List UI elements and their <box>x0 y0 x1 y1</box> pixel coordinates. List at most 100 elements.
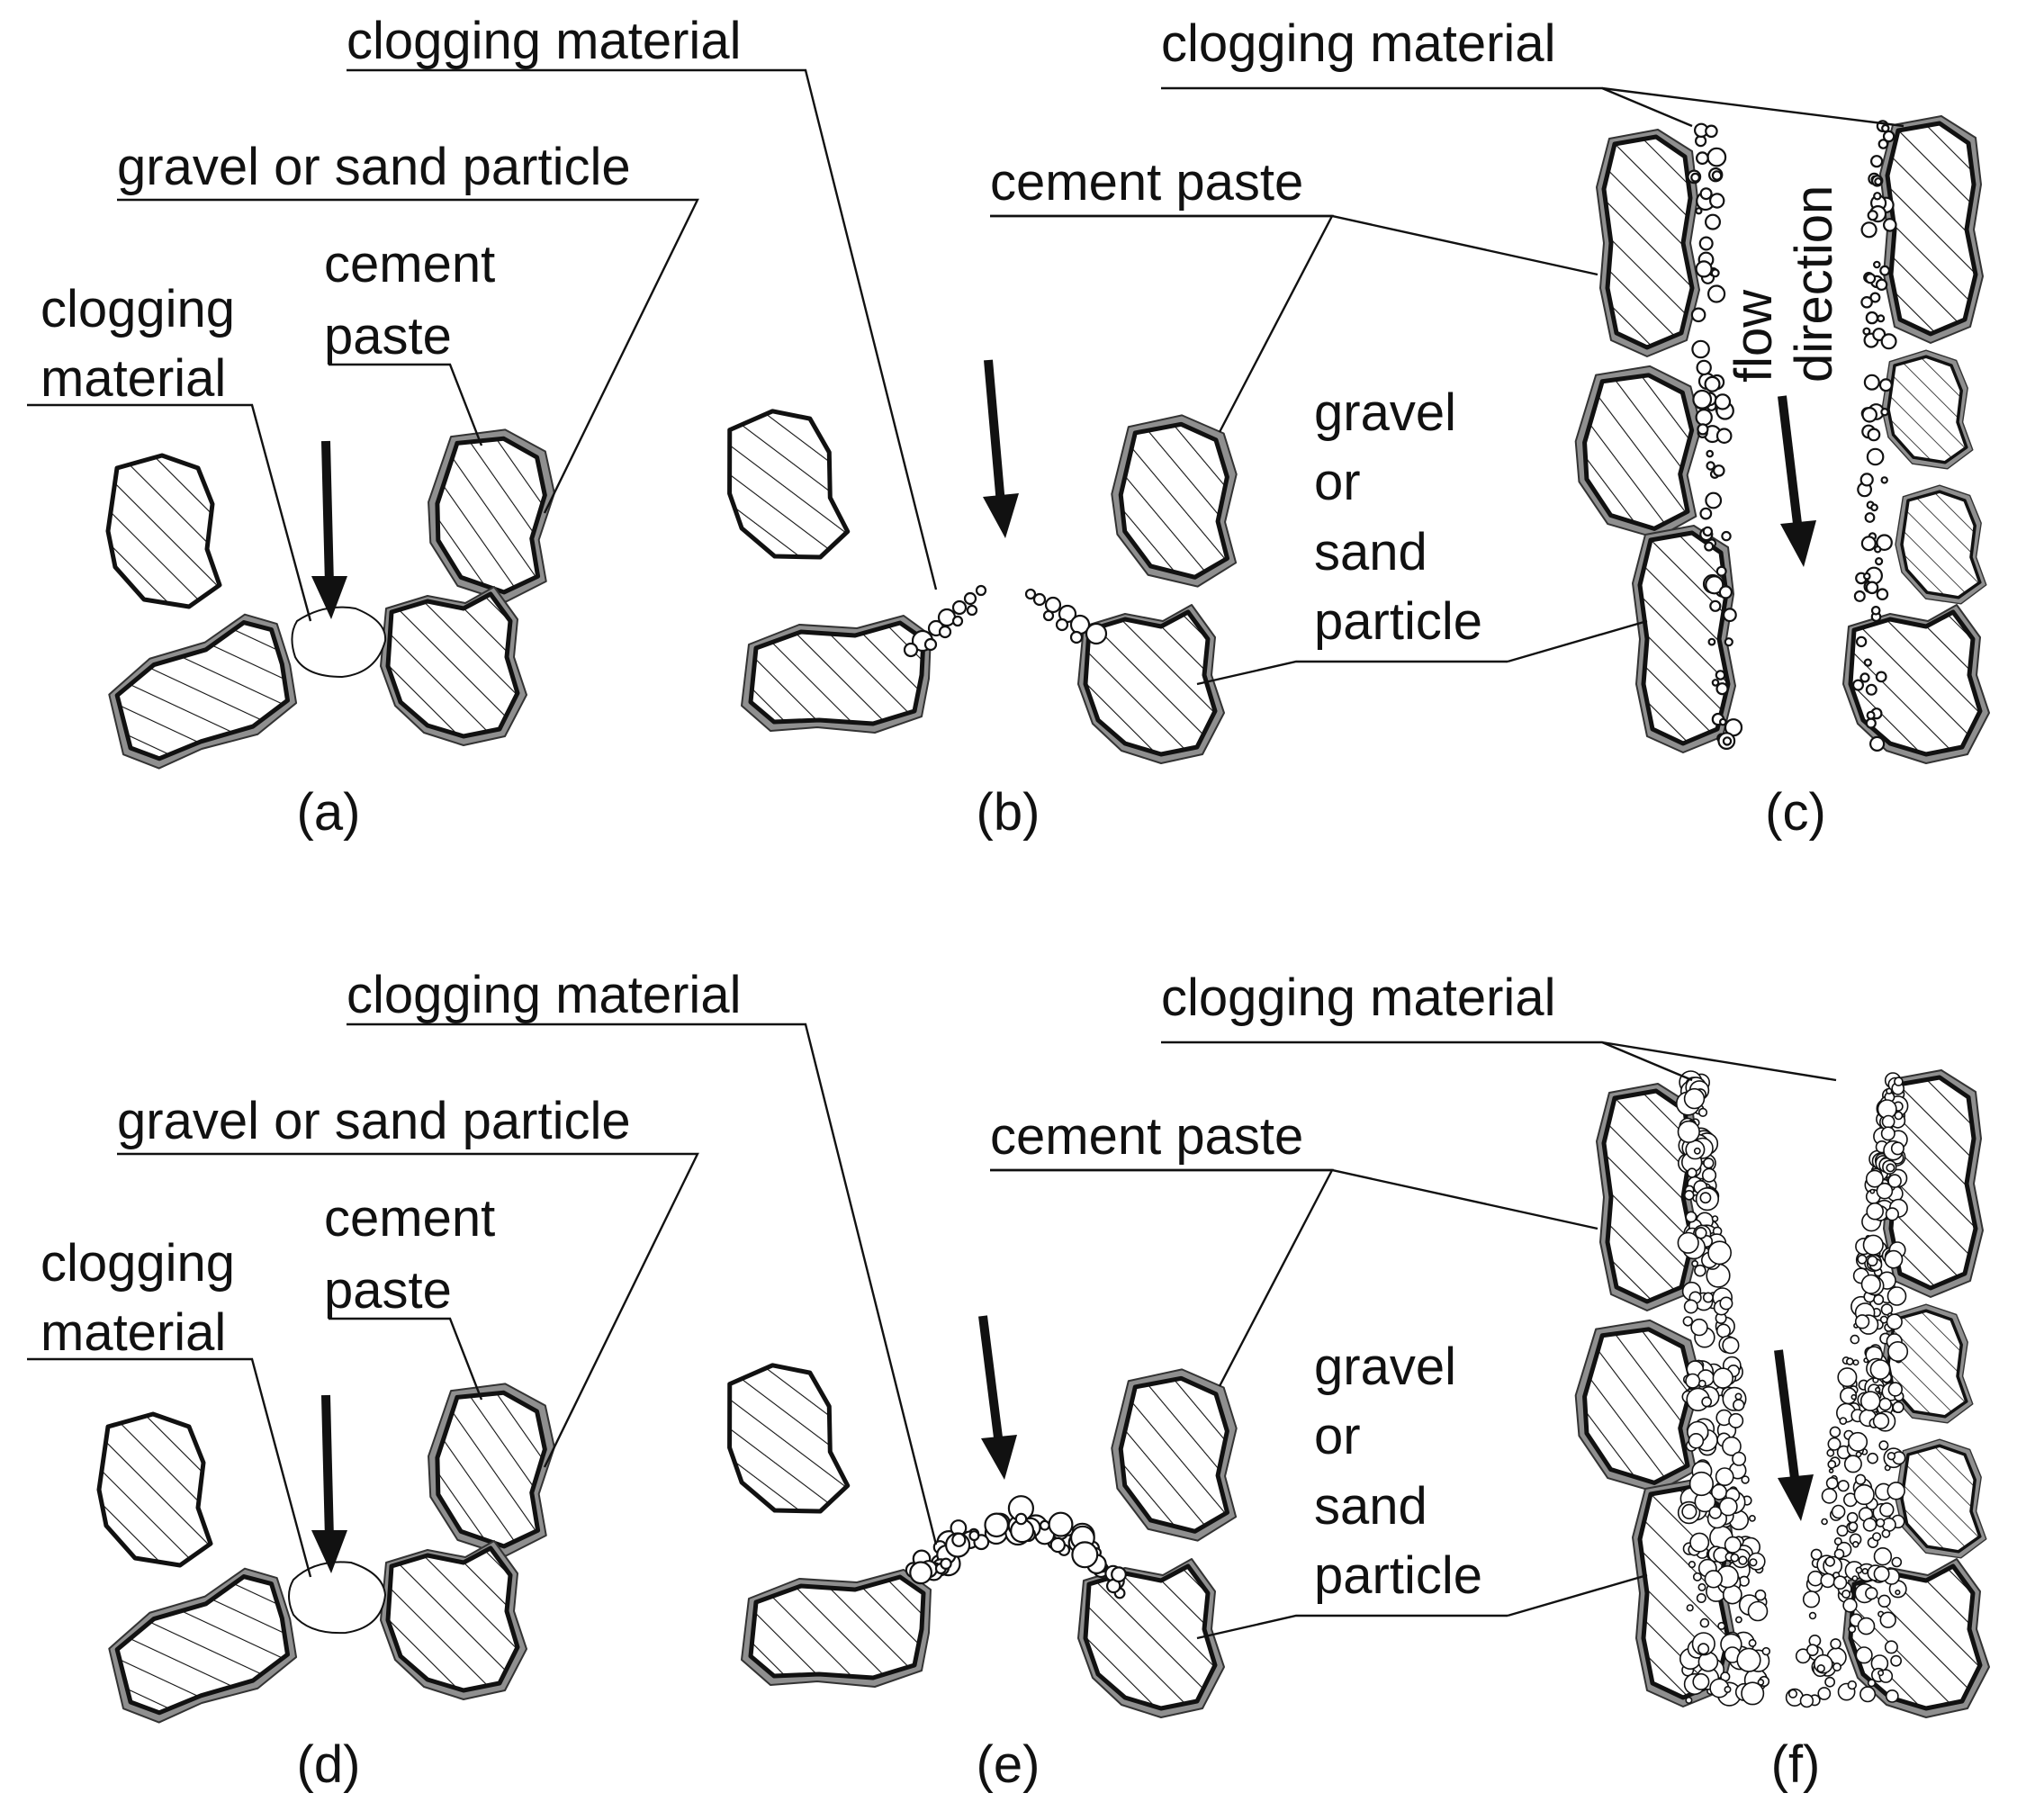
clogging-grain <box>1867 1452 1878 1464</box>
leader-c-gravel <box>1507 619 1648 663</box>
clogging-grain <box>1747 1600 1769 1622</box>
label-b-sand: sand <box>1314 523 1427 581</box>
clogging-grain <box>1704 213 1721 230</box>
clogging-grain <box>1875 671 1887 683</box>
clogging-grain <box>1713 464 1725 477</box>
clogging-grain <box>1842 1598 1858 1613</box>
clogging-grain <box>1880 476 1888 484</box>
clogging-grain <box>1703 1158 1715 1169</box>
clogging-grain <box>1875 278 1888 291</box>
clogging-grain <box>1831 1504 1846 1519</box>
clogging-grain <box>1880 1303 1894 1316</box>
clogging-grain <box>1715 1323 1731 1338</box>
caption-a: (a) <box>297 783 361 842</box>
clogging-grain <box>1869 1188 1876 1194</box>
leader-c-clogging-2 <box>1601 86 1904 128</box>
clogging-grain <box>1843 1455 1862 1473</box>
label-e-or: or <box>1314 1407 1361 1465</box>
clogging-grain <box>1873 260 1881 269</box>
clogging-grain <box>1710 268 1720 278</box>
clogging-grain <box>1722 1584 1742 1605</box>
clogging-grain <box>1722 1337 1740 1355</box>
clogging-grain <box>1873 1293 1885 1305</box>
clogging-grain <box>1810 1548 1823 1561</box>
clogging-grain <box>1685 1697 1693 1705</box>
clogging-grain <box>1708 1506 1723 1519</box>
clogging-grain <box>1876 1518 1886 1527</box>
clogging-grain <box>1853 1483 1875 1506</box>
caption-b: (b) <box>977 783 1040 842</box>
label-c-cement-paste: cement paste <box>990 153 1303 212</box>
flow-arrowhead-a <box>311 576 347 619</box>
label-c-direction: direction <box>1785 185 1843 383</box>
clogging-grain <box>1111 1566 1127 1583</box>
clogging-grain <box>1748 1638 1757 1647</box>
clogging-grain <box>1677 1120 1700 1143</box>
clogging-bridge-b-right <box>1024 588 1108 645</box>
clogging-grain <box>1859 672 1870 683</box>
clogging-grain <box>1692 1572 1702 1581</box>
clogging-grain <box>1829 1426 1841 1438</box>
particle-d-lower-left <box>91 1558 311 1735</box>
clogging-grain <box>1806 1644 1819 1656</box>
clogging-grain <box>1817 1687 1832 1700</box>
leader-e-clogging <box>347 1023 938 1545</box>
clogging-grain <box>1846 1357 1854 1365</box>
clogging-grain <box>1695 260 1713 278</box>
clogging-grain <box>1738 1555 1748 1565</box>
clogging-grain <box>1857 1254 1868 1265</box>
clogging-grain <box>1851 1575 1859 1581</box>
clogging-grain <box>1687 1167 1697 1178</box>
clogging-grain <box>1724 1536 1742 1554</box>
clogging-grain <box>984 1512 1009 1538</box>
particle-e-upper-left <box>719 1357 851 1523</box>
label-f-cement-paste: cement paste <box>990 1107 1303 1166</box>
clogging-grain <box>1697 1107 1708 1117</box>
label-d-clogging: clogging <box>41 1234 235 1293</box>
clogging-grain <box>1880 408 1889 417</box>
clogging-grain <box>1828 1468 1834 1473</box>
clogging-grain <box>1859 1391 1881 1411</box>
leader-e-cement <box>990 1168 1334 1387</box>
particle-c-right-top <box>1879 115 1984 344</box>
clogging-grain <box>1697 1379 1706 1388</box>
clogging-grain <box>1865 273 1877 284</box>
clogging-grain <box>1697 1643 1710 1655</box>
clogging-grain <box>1884 1249 1904 1269</box>
clogging-grain <box>1825 1476 1839 1490</box>
clogging-grain <box>1039 1519 1050 1531</box>
clogging-grain <box>1711 679 1720 687</box>
clogging-grain <box>1830 1638 1841 1650</box>
label-d-cement: cement <box>324 1189 495 1248</box>
clogging-grain <box>1866 710 1876 720</box>
clogging-grain <box>1854 1314 1870 1329</box>
particle-c-right-bottom <box>1842 604 1990 764</box>
clogging-grain <box>1718 1497 1738 1517</box>
clogging-grain <box>1885 1689 1899 1703</box>
clogging-grain <box>1878 378 1893 392</box>
flow-arrowhead-b <box>983 493 1019 538</box>
clogging-grain <box>1877 1594 1891 1608</box>
clogging-grain <box>1808 1611 1817 1620</box>
clogging-grain <box>1698 236 1714 251</box>
particle-b-upper-right <box>1103 409 1249 591</box>
clogging-grain <box>1869 1359 1891 1381</box>
clogging-grain <box>1853 590 1866 602</box>
clogging-grain <box>1873 1546 1893 1566</box>
clogging-grain <box>1837 1480 1850 1492</box>
clogging-grain <box>1683 1087 1706 1110</box>
clogging-grain <box>1890 1654 1902 1667</box>
clogging-grain <box>1870 503 1878 512</box>
clogging-grain <box>1855 1566 1863 1574</box>
clogging-grain <box>1872 1532 1882 1542</box>
clogging-grain <box>1848 1431 1868 1452</box>
label-b-particle: particle <box>1314 592 1482 651</box>
clogging-arch-e <box>905 1495 1127 1599</box>
clogging-grain <box>1787 1689 1798 1698</box>
clogging-grain <box>1879 265 1891 276</box>
clogging-grain <box>1708 193 1725 209</box>
clogging-grain <box>1699 507 1713 520</box>
clogging-grain <box>1855 1451 1862 1458</box>
label-e-gravel: gravel <box>1314 1338 1456 1396</box>
